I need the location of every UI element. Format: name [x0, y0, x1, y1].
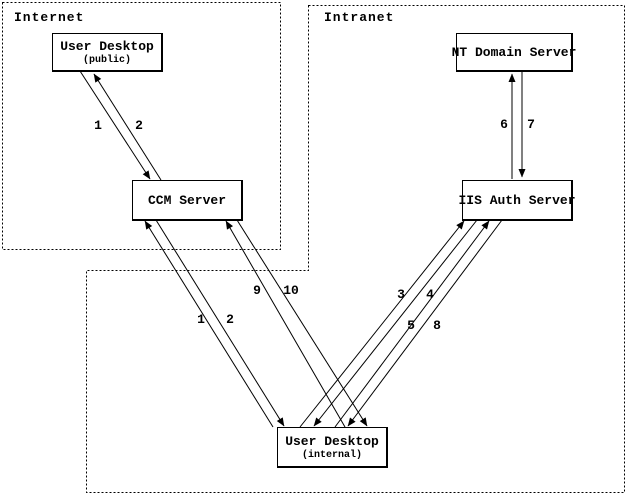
edge-10-ccm-to-internal-desktop: [236, 219, 368, 427]
edge-label-10: 10: [283, 283, 299, 298]
node-title: User Desktop: [60, 38, 154, 54]
edge-1-public-desktop-to-ccm: [79, 70, 151, 180]
node-subtitle: (internal): [301, 449, 362, 461]
edge-label-8: 8: [433, 318, 441, 333]
node-iis-auth-server: IIS Auth Server: [458, 180, 576, 221]
edge-4-iis-to-internal-desktop: [313, 219, 478, 427]
edge-2-ccm-to-internal-desktop: [155, 219, 285, 427]
edge-5-internal-desktop-to-iis: [334, 220, 490, 428]
edge-label-7: 7: [527, 117, 535, 132]
node-ccm-server: CCM Server: [132, 180, 243, 221]
edge-8-iis-to-internal-desktop: [347, 219, 503, 427]
node-user-desktop-internal: User Desktop (internal): [277, 427, 388, 468]
edge-1-internal-desktop-to-ccm: [144, 220, 274, 428]
node-user-desktop-public: User Desktop (public): [52, 33, 163, 72]
edge-label-5: 5: [407, 318, 415, 333]
edge-label-2-upper: 2: [135, 118, 143, 133]
intranet-zone-border: [86, 5, 625, 493]
edge-label-3: 3: [397, 287, 405, 302]
node-title: User Desktop: [285, 433, 379, 449]
edge-label-2-lower: 2: [226, 312, 234, 327]
node-nt-domain-server: NT Domain Server: [452, 33, 576, 72]
node-title: IIS Auth Server: [458, 192, 576, 208]
edge-label-4: 4: [426, 287, 434, 302]
node-title: NT Domain Server: [451, 44, 577, 60]
edge-label-1-upper: 1: [94, 118, 102, 133]
edge-label-6: 6: [500, 117, 508, 132]
internet-zone-label: Internet: [12, 10, 87, 25]
node-title: CCM Server: [147, 192, 226, 208]
intranet-zone-label: Intranet: [322, 10, 397, 25]
edge-3-internal-desktop-to-iis: [299, 220, 465, 428]
edge-label-1-lower: 1: [197, 312, 205, 327]
edge-label-9: 9: [253, 283, 261, 298]
edge-2-ccm-to-public-desktop: [93, 73, 162, 181]
edge-9-internal-desktop-to-ccm: [225, 220, 346, 428]
internet-zone-border: [2, 2, 281, 250]
node-subtitle: (public): [82, 54, 131, 66]
